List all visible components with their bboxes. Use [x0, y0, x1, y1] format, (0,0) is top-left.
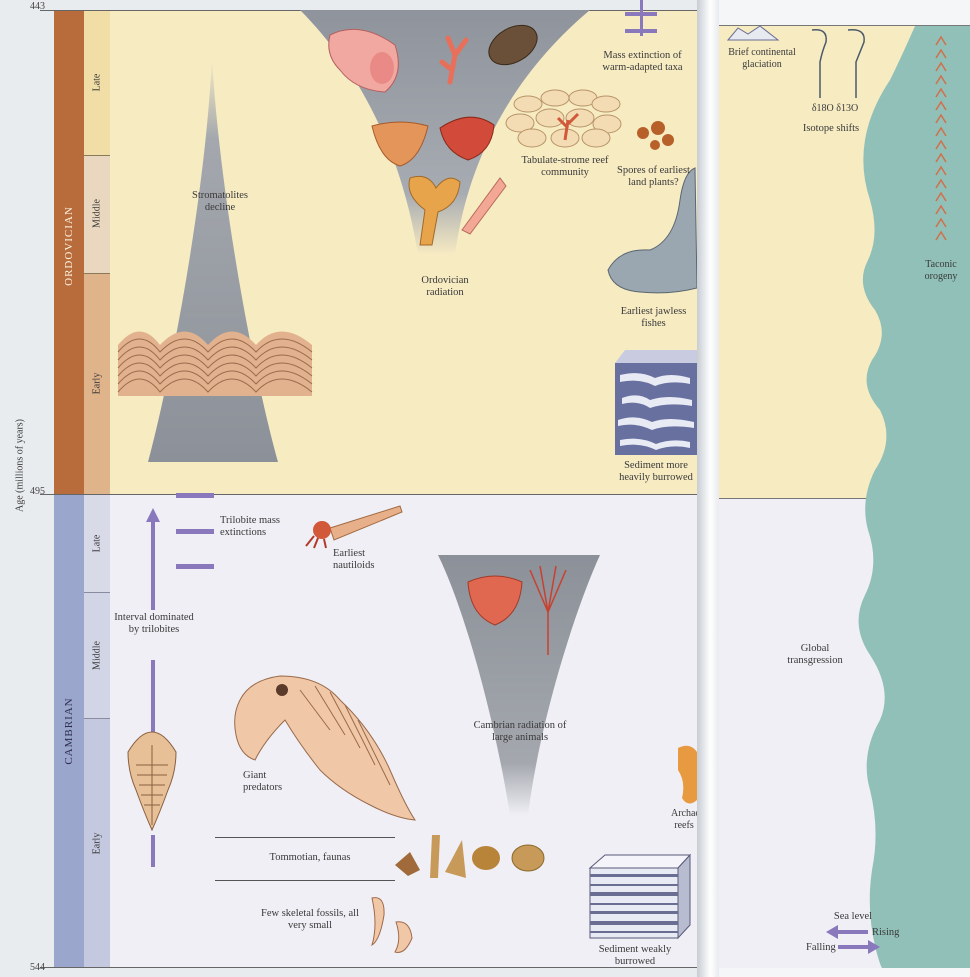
- rising-arrow-icon: [826, 925, 868, 939]
- isotope-o18-curve-icon: [812, 30, 826, 98]
- label-sea-level: Sea level: [828, 911, 878, 923]
- label-isotope-shifts: Isotope shifts: [796, 123, 866, 135]
- label-falling: Falling: [806, 942, 846, 954]
- label-isotopes: δ18O δ13O: [800, 103, 870, 115]
- glacier-icon: [728, 26, 778, 40]
- isotope-c13-curve-icon: [848, 30, 864, 98]
- label-transgression: Global transgression: [785, 643, 845, 667]
- label-glaciation: Brief continental glaciation: [722, 47, 802, 71]
- label-rising: Rising: [872, 927, 912, 939]
- label-taconic: Taconic orogeny: [916, 259, 966, 283]
- sea-level-curve: [859, 26, 970, 968]
